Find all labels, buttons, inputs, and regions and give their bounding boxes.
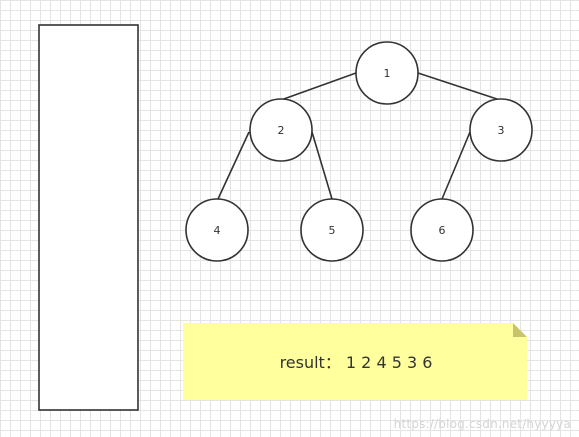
tree-node-2: 2 — [249, 98, 313, 162]
node-label-3: 3 — [498, 124, 505, 137]
node-label-2: 2 — [278, 124, 285, 137]
edge-2-4 — [217, 131, 250, 200]
stack-box — [38, 24, 139, 411]
note-fold-corner — [513, 323, 527, 337]
edge-2-5 — [311, 131, 333, 200]
edge-1-3 — [417, 72, 501, 101]
tree-edges — [217, 72, 501, 200]
tree-node-6: 6 — [410, 198, 474, 262]
tree-node-3: 3 — [469, 98, 533, 162]
result-note: result： 1 2 4 5 3 6 — [183, 323, 527, 400]
tree-node-4: 4 — [185, 198, 249, 262]
edge-3-6 — [441, 131, 471, 200]
node-label-6: 6 — [439, 224, 446, 237]
note-text: result： 1 2 4 5 3 6 — [280, 353, 433, 372]
tree-node-1: 1 — [355, 41, 419, 105]
node-label-5: 5 — [329, 224, 336, 237]
watermark: https://blog.csdn.net/hyyyya — [393, 417, 571, 431]
note-body — [183, 323, 527, 400]
edge-1-2 — [280, 72, 357, 101]
tree-node-5: 5 — [300, 198, 364, 262]
node-label-1: 1 — [384, 67, 391, 80]
node-label-4: 4 — [214, 224, 221, 237]
